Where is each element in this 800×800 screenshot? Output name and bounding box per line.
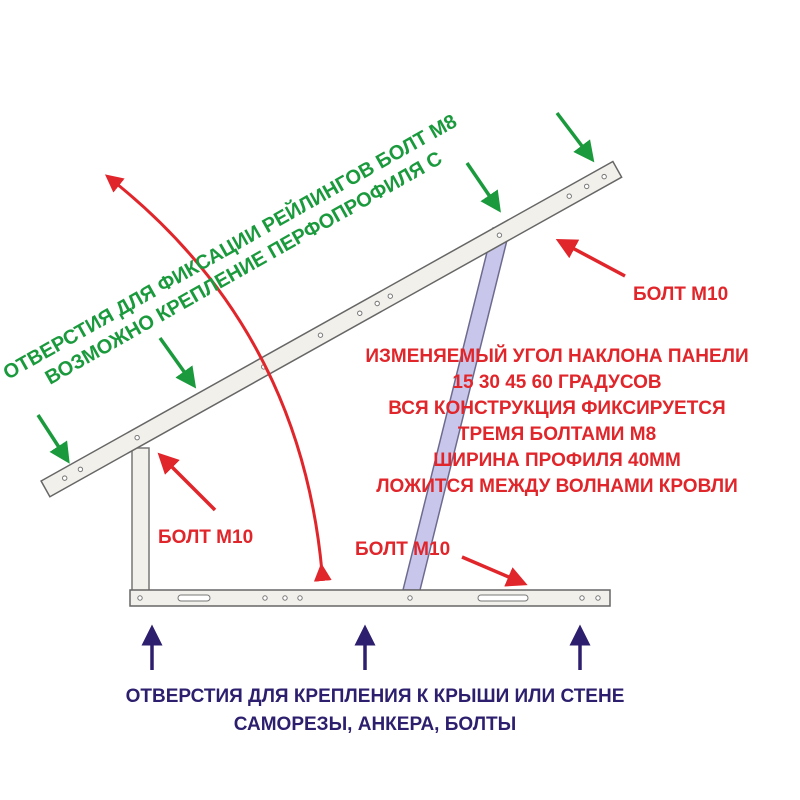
arrow-icon xyxy=(157,452,217,512)
base-rail xyxy=(129,589,611,607)
rail-hole-arrows xyxy=(36,111,595,464)
mounting-note-line1: ОТВЕРСТИЯ ДЛЯ КРЕПЛЕНИЯ К КРЫШИ ИЛИ СТЕН… xyxy=(126,686,625,707)
arrow-icon xyxy=(36,414,70,464)
bolt-arrows xyxy=(157,239,626,587)
angle-note: ИЗМЕНЯЕМЫЙ УГОЛ НАКЛОНА ПАНЕЛИ 15 30 45 … xyxy=(365,345,748,497)
angle-note-line: ВСЯ КОНСТРУКЦИЯ ФИКСИРУЕТСЯ xyxy=(388,398,725,419)
arrow-icon xyxy=(555,111,595,163)
vertical-post xyxy=(131,447,150,593)
angle-note-line: ИЗМЕНЯЕМЫЙ УГОЛ НАКЛОНА ПАНЕЛИ xyxy=(365,345,748,367)
angle-note-line: 15 30 45 60 ГРАДУСОВ xyxy=(452,372,661,393)
arrow-icon xyxy=(555,239,626,278)
mounting-note-line2: САМОРЕЗЫ, АНКЕРА, БОЛТЫ xyxy=(234,714,516,735)
bolt-label-right: БОЛТ М10 xyxy=(633,284,728,305)
arrow-icon xyxy=(461,555,528,587)
angle-adjust-arrow xyxy=(104,174,332,582)
rail-holes-note-line1: ОТВЕРСТИЯ ДЛЯ ФИКСАЦИИ РЕЙЛИНГОВ БОЛТ М8 xyxy=(0,109,461,385)
mounting-note: ОТВЕРСТИЯ ДЛЯ КРЕПЛЕНИЯ К КРЫШИ ИЛИ СТЕН… xyxy=(126,686,625,735)
angle-note-line: ШИРИНА ПРОФИЛЯ 40ММ xyxy=(433,450,681,471)
mount-hole-arrows xyxy=(141,624,591,670)
bolt-label-left: БОЛТ М10 xyxy=(158,527,253,548)
angle-note-line: ТРЕМЯ БОЛТАМИ М8 xyxy=(458,424,656,445)
arrow-icon xyxy=(465,162,501,213)
arrow-icon xyxy=(158,336,197,389)
bolt-label-base: БОЛТ М10 xyxy=(355,539,450,560)
angle-note-line: ЛОЖИТСЯ МЕЖДУ ВОЛНАМИ КРОВЛИ xyxy=(376,476,738,497)
